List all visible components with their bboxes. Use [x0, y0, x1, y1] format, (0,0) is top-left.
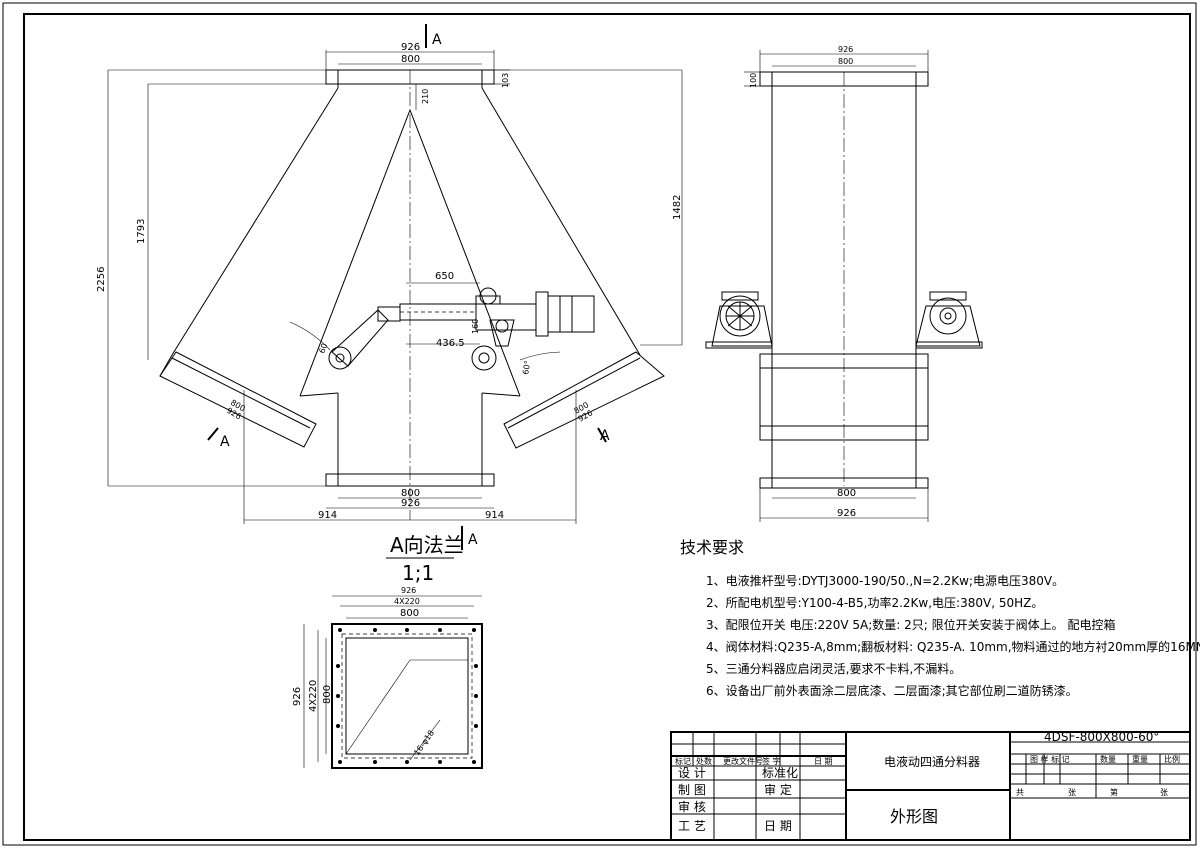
side-view: [705, 71, 983, 489]
flange-dim-outer: 926: [401, 586, 416, 595]
section-mark-left: A: [220, 434, 230, 450]
flange-view-scale: 1;1: [402, 561, 434, 585]
dim-total-height: 2256: [96, 267, 107, 292]
title-block: 标记 处数 更改文件号 签 字 日 期 设 计 制 图 审 核 工 艺 标准化 …: [670, 730, 1191, 841]
tech-item-4: 4、阀体材料:Q235-A,8mm;翻板材料: Q235-A. 10mm,物料通…: [706, 639, 1200, 654]
tb-drawing-code: 4DSF-800X800-60°: [1044, 730, 1159, 744]
tb-date: 日 期: [764, 819, 792, 833]
side-dim-bottom-outer: 926: [837, 508, 856, 519]
front-view-dimensions: 926 800 210 103 2256 1793 1482 650 436.5…: [96, 32, 683, 524]
flange-view: A向法兰 1;1 A 926 4X220 800 926 4X220 800 1…: [292, 526, 483, 769]
tb-product-name: 电液动四通分料器: [884, 754, 980, 769]
tech-item-1: 1、电液推杆型号:DYTJ3000-190/50.,N=2.2Kw;电源电压38…: [706, 573, 1064, 588]
dim-flange-thickness: 103: [501, 73, 510, 88]
flange-dim-inner: 800: [400, 608, 419, 619]
dim-rod-650: 650: [435, 271, 454, 282]
flange-view-title: A向法兰: [390, 533, 464, 557]
flange-side-inner: 800: [322, 685, 333, 704]
tech-item-3: 3、配限位开关 电压:220V 5A;数量: 2只; 限位开关安装于阀体上。 配…: [706, 617, 1115, 632]
tb-approve: 审 定: [764, 782, 792, 797]
technical-requirements: 技术要求 1、电液推杆型号:DYTJ3000-190/50.,N=2.2Kw;电…: [680, 538, 1200, 698]
tb-draw: 制 图: [678, 783, 706, 797]
dim-top-outer: 926: [401, 42, 420, 53]
section-mark-top: A: [432, 32, 442, 48]
dim-height-1482: 1482: [672, 195, 683, 220]
tb-check: 审 核: [678, 799, 706, 814]
dim-neck: 210: [421, 89, 430, 104]
dim-bottom-inner: 800: [401, 488, 420, 499]
tb-standard: 标准化: [762, 766, 798, 780]
dim-top-inner: 800: [401, 54, 420, 65]
section-mark-flange: A: [468, 532, 478, 548]
tb-h-date: 日 期: [814, 757, 833, 766]
tb-h-mark: 标记: [675, 756, 691, 766]
tb-sheets: 张: [1068, 788, 1076, 797]
dim-height-1793: 1793: [136, 219, 147, 244]
side-dim-bottom-inner: 800: [837, 488, 856, 499]
side-dim-top-inner: 800: [838, 57, 853, 66]
tb-r-mark: 图 样 标 记: [1030, 754, 1070, 764]
tech-item-5: 5、三通分料器应启闭灵活,要求不卡料,不漏料。: [706, 661, 961, 676]
side-dim-top-outer: 926: [838, 45, 853, 54]
tb-r-qty: 数量: [1100, 754, 1116, 764]
front-view: [159, 24, 665, 520]
tb-drawing-name: 外形图: [890, 807, 938, 826]
side-view-dimensions: 926 800 100 800 926: [744, 45, 929, 522]
side-dim-flange: 100: [749, 73, 758, 88]
dim-angle-left: 60: [317, 342, 329, 355]
tb-r-weight: 重量: [1132, 754, 1148, 764]
flange-bolt-spec: 16-φ18: [412, 729, 436, 758]
tb-h-count: 处数: [696, 756, 712, 766]
tech-item-6: 6、设备出厂前外表面涂二层底漆、二层面漆;其它部位刷二道防锈漆。: [706, 683, 1078, 698]
dim-angle-right: 60°: [521, 360, 532, 376]
tech-item-2: 2、所配电机型号:Y100-4-B5,功率2.2Kw,电压:380V, 50HZ…: [706, 595, 1043, 610]
section-mark-right: A: [600, 428, 610, 444]
tb-sheet: 张: [1160, 788, 1168, 797]
dim-rod-436: 436.5: [436, 338, 465, 349]
tb-r-scale: 比例: [1164, 754, 1180, 764]
dim-rod-160: 160: [471, 319, 480, 334]
drawing-frame: [23, 13, 1191, 841]
dim-bottom-right: 914: [485, 510, 504, 521]
tb-design: 设 计: [678, 766, 706, 780]
flange-side-outer: 926: [292, 687, 303, 706]
tb-h-sign: 签 字: [762, 756, 781, 766]
tb-no: 第: [1110, 787, 1118, 797]
flange-side-holes: 4X220: [308, 680, 319, 712]
tech-title: 技术要求: [680, 538, 744, 557]
flange-dim-holes: 4X220: [394, 597, 420, 606]
tb-h-change: 更改文件号: [723, 756, 763, 766]
dim-bottom-left: 914: [318, 510, 337, 521]
tb-process: 工 艺: [678, 819, 706, 833]
dim-bottom-outer: 926: [401, 498, 420, 509]
tb-total: 共: [1016, 788, 1024, 797]
